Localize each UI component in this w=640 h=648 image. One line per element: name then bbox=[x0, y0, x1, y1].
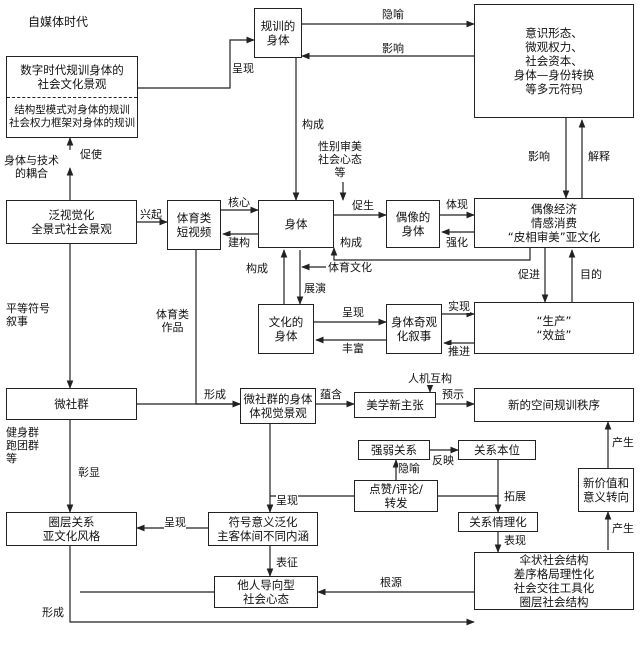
label-equal-symbol: 平等符号 叙事 bbox=[6, 302, 50, 328]
node-strong-weak: 强弱关系 bbox=[358, 440, 430, 460]
label-promote-right: 促进 bbox=[518, 268, 540, 281]
label-gender-aesthetic: 性别审美 社会心态 等 bbox=[318, 140, 362, 179]
node-relation-rational: 关系情理化 bbox=[458, 512, 538, 532]
label-rise: 兴起 bbox=[140, 208, 162, 221]
edge-video-microvisual-form bbox=[195, 250, 241, 408]
node-sports-video: 体育类 短视频 bbox=[167, 200, 221, 250]
label-influence-right: 影响 bbox=[528, 150, 550, 163]
label-manifest: 彰显 bbox=[78, 466, 100, 479]
label-interpret: 解释 bbox=[588, 150, 610, 163]
label-sports-culture: 体育文化 bbox=[328, 261, 372, 274]
node-micro-visual: 微社群的身体 体视觉景观 bbox=[240, 388, 316, 424]
label-present-left: 呈现 bbox=[164, 516, 186, 529]
label-advance: 推进 bbox=[448, 345, 470, 358]
node-symbol-meaning: 符号意义泛化 主客体间不同内涵 bbox=[208, 512, 318, 546]
label-expand: 拓展 bbox=[504, 490, 526, 503]
node-like-comment: 点赞/评论/ 转发 bbox=[354, 480, 438, 512]
node-new-value: 新价值和 意义转向 bbox=[578, 468, 634, 512]
node-new-order: 新的空间规训秩序 bbox=[474, 388, 634, 422]
node-micro-community: 微社群 bbox=[6, 388, 137, 420]
label-promote-left: 促使 bbox=[80, 148, 102, 161]
label-core: 核心 bbox=[228, 196, 250, 209]
node-body: 身体 bbox=[258, 200, 334, 248]
label-construct-h: 构成 bbox=[340, 236, 362, 249]
label-promote-mid: 促生 bbox=[352, 199, 374, 212]
node-digital-top: 数字时代规训身体的 社会文化景观 bbox=[7, 57, 137, 98]
label-reflect: 反映 bbox=[432, 454, 454, 467]
label-form-mid: 形成 bbox=[204, 388, 226, 401]
node-idol-body: 偶像的 身体 bbox=[386, 200, 440, 248]
label-characterize: 表征 bbox=[276, 556, 298, 569]
label-implicit: 隐喻 bbox=[398, 462, 420, 475]
edge-economy-body-construct bbox=[330, 247, 531, 261]
node-body-spectacle: 身体奇观 化叙事 bbox=[386, 304, 442, 354]
node-new-aesthetic: 美学新主张 bbox=[354, 392, 436, 418]
label-strengthen: 强化 bbox=[446, 236, 468, 249]
label-present-low: 呈现 bbox=[276, 494, 298, 507]
node-panvisual: 泛视觉化 全景式社会景观 bbox=[6, 200, 137, 244]
node-umbrella: 伞状社会结构 差序格局理性化 社会交往工具化 圈层社会结构 bbox=[474, 552, 634, 610]
label-express: 表现 bbox=[504, 534, 526, 547]
label-embody: 体现 bbox=[446, 198, 468, 211]
diagram-title: 自媒体时代 bbox=[28, 15, 89, 29]
node-circle: 圈层关系 亚文化风格 bbox=[6, 512, 137, 546]
node-idol-economy: 偶像经济 情感消费 “皮相审美”亚文化 bbox=[474, 198, 634, 248]
edge-digital-discipline-present bbox=[138, 36, 255, 89]
node-symbols: 意识形态、 微观权力、 社会资本、 身体—身份转换 等多元符码 bbox=[474, 4, 634, 118]
node-digital-bottom: 结构型模式对身体的规训 社会权力框架对身体的规训 bbox=[9, 104, 135, 129]
node-cultural-body: 文化的 身体 bbox=[258, 304, 314, 354]
node-production: “生产” “效益” bbox=[474, 302, 634, 354]
label-body-tech: 身体与技术 的耦合 bbox=[4, 154, 59, 180]
node-other-directed: 他人导向型 社会心态 bbox=[214, 576, 318, 608]
label-purpose: 目的 bbox=[580, 268, 602, 281]
node-discipline-body: 规训的 身体 bbox=[254, 8, 302, 58]
label-realize: 实现 bbox=[448, 300, 470, 313]
label-perform: 展演 bbox=[304, 282, 326, 295]
label-present-top: 呈现 bbox=[232, 62, 254, 75]
label-enrich: 丰富 bbox=[342, 342, 364, 355]
label-produce-lower: 产生 bbox=[612, 522, 634, 535]
label-foretell: 预示 bbox=[442, 388, 464, 401]
node-relation-based: 关系本位 bbox=[458, 440, 536, 460]
label-build: 建构 bbox=[228, 236, 250, 249]
label-root: 根源 bbox=[380, 576, 402, 589]
node-digital-landscape: 数字时代规训身体的 社会文化景观 结构型模式对身体的规训 社会权力框架对身体的规… bbox=[6, 56, 138, 138]
label-construct-v: 构成 bbox=[302, 118, 324, 131]
label-hci: 人机互构 bbox=[408, 372, 452, 385]
label-construct-low: 构成 bbox=[246, 262, 268, 275]
edge-circle-umbrella-form bbox=[69, 546, 475, 626]
label-influence-top: 影响 bbox=[382, 42, 404, 55]
label-produce-upper: 产生 bbox=[612, 436, 634, 449]
label-fitness-groups: 健身群 跑团群 等 bbox=[6, 426, 39, 465]
label-present-mid: 呈现 bbox=[342, 306, 364, 319]
label-form-bottom: 形成 bbox=[42, 606, 64, 619]
label-sports-works: 体育类 作品 bbox=[156, 308, 189, 334]
label-metaphor: 隐喻 bbox=[382, 8, 404, 21]
label-contain: 蕴含 bbox=[320, 388, 342, 401]
